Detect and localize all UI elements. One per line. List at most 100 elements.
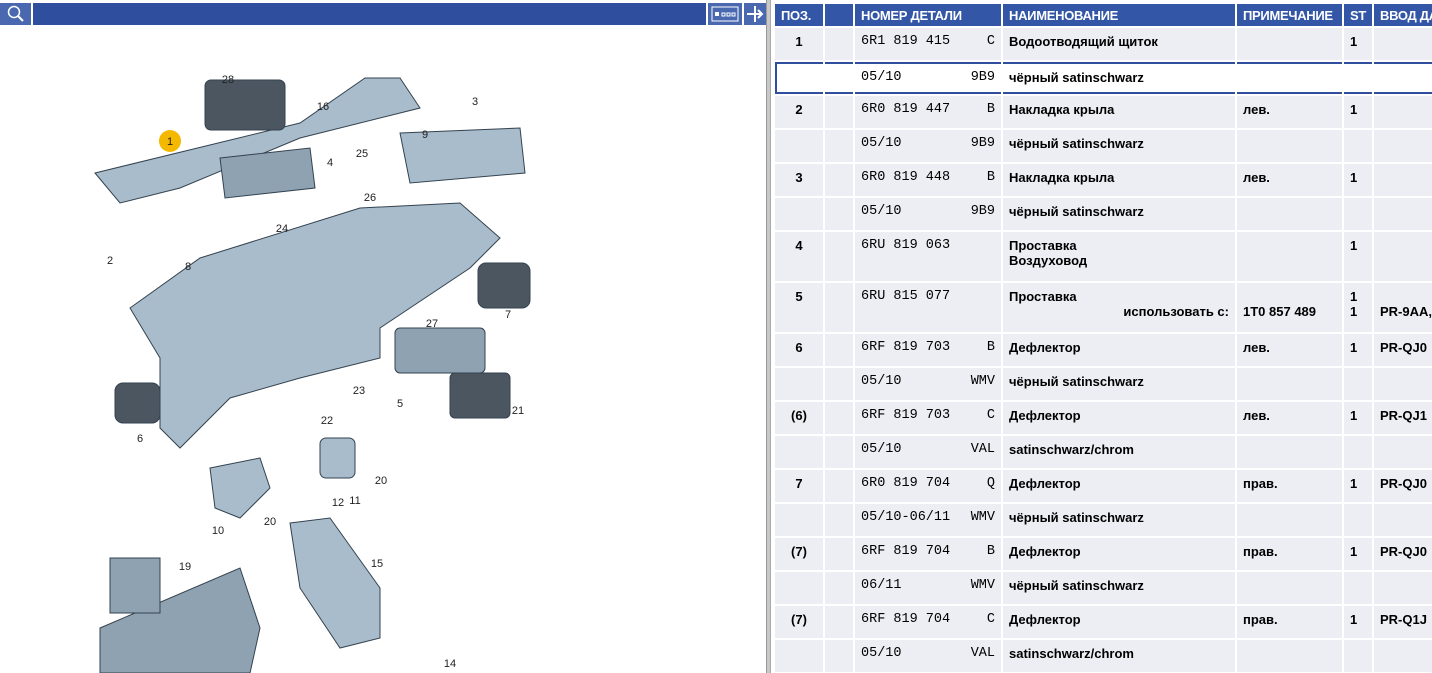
export-button[interactable] <box>708 3 742 25</box>
parts-diagram[interactable]: 1234567891011121415161920202122232425262… <box>0 28 766 673</box>
note-cell: лев. <box>1237 334 1342 366</box>
callout-7[interactable]: 7 <box>505 309 511 321</box>
callout-9[interactable]: 9 <box>422 129 428 141</box>
callout-22[interactable]: 22 <box>321 415 333 427</box>
st-cell <box>1344 572 1372 604</box>
callout-11[interactable]: 11 <box>349 495 360 507</box>
callout-25[interactable]: 25 <box>356 148 368 160</box>
part-number: 05/10 <box>861 136 902 151</box>
zoom-search-button[interactable] <box>0 3 31 25</box>
callout-23[interactable]: 23 <box>353 385 365 397</box>
blank-cell <box>825 368 853 400</box>
part-number-cell[interactable]: 6RU 815 077 <box>855 283 1001 332</box>
callout-12[interactable]: 12 <box>332 497 344 509</box>
callout-8[interactable]: 8 <box>185 261 191 273</box>
callout-24[interactable]: 24 <box>276 223 288 235</box>
part-name: чёрный satinschwarz <box>1009 204 1144 219</box>
col-name[interactable]: НАИМЕНОВАНИЕ <box>1003 4 1235 26</box>
callout-21[interactable]: 21 <box>512 405 524 417</box>
callout-4[interactable]: 4 <box>327 157 333 169</box>
splitter-toggle-button[interactable] <box>744 3 766 25</box>
position: 4 <box>775 232 823 281</box>
name-cell: Дефлектор <box>1003 470 1235 502</box>
st-cell <box>1344 368 1372 400</box>
callout-20[interactable]: 20 <box>264 516 276 528</box>
callout-6[interactable]: 6 <box>137 433 143 445</box>
callout-14[interactable]: 14 <box>444 658 456 670</box>
col-pos[interactable]: ПОЗ. <box>775 4 823 26</box>
callout-highlight[interactable] <box>159 130 181 152</box>
callout-19[interactable]: 19 <box>179 561 191 573</box>
callout-5[interactable]: 5 <box>397 398 403 410</box>
callout-27[interactable]: 27 <box>426 318 438 330</box>
callout-15[interactable]: 15 <box>371 558 383 570</box>
callout-20[interactable]: 20 <box>375 475 387 487</box>
st: 1 <box>1350 612 1358 627</box>
inp: PR-QJ1 <box>1380 408 1427 423</box>
pane-splitter[interactable] <box>766 0 771 673</box>
name-cell: чёрный satinschwarz <box>1003 368 1235 400</box>
callout-1[interactable]: 1 <box>167 136 173 148</box>
name-cell: Дефлектор <box>1003 538 1235 570</box>
callout-28[interactable]: 28 <box>222 74 234 86</box>
col-note[interactable]: ПРИМЕЧАНИЕ <box>1237 4 1342 26</box>
part-number-cell[interactable]: 6RU 819 063 <box>855 232 1001 281</box>
col-st[interactable]: ST <box>1344 4 1372 26</box>
part-name: чёрный satinschwarz <box>1009 510 1144 525</box>
input-cell <box>1374 436 1432 468</box>
st: 1 <box>1350 544 1358 559</box>
note: лев. <box>1243 408 1270 423</box>
input-cell: PR-Q1J <box>1374 606 1432 638</box>
part-suffix: B <box>986 544 995 559</box>
col-input[interactable]: ВВОД ДА <box>1374 4 1432 26</box>
position: (7) <box>775 538 823 570</box>
callout-3[interactable]: 3 <box>472 96 478 108</box>
part-number: 6RF 819 704 <box>861 612 951 627</box>
callout-26[interactable]: 26 <box>364 192 376 204</box>
vent-part <box>477 262 531 309</box>
callout-16[interactable]: 16 <box>317 101 329 113</box>
note: лев. <box>1243 340 1270 355</box>
callout-10[interactable]: 10 <box>212 525 224 537</box>
st-cell: 1 <box>1344 164 1372 196</box>
col-part-number[interactable]: НОМЕР ДЕТАЛИ <box>855 4 1001 26</box>
col-blank[interactable] <box>825 4 853 26</box>
part-suffix: B <box>986 170 995 185</box>
callout-2[interactable]: 2 <box>107 255 113 267</box>
